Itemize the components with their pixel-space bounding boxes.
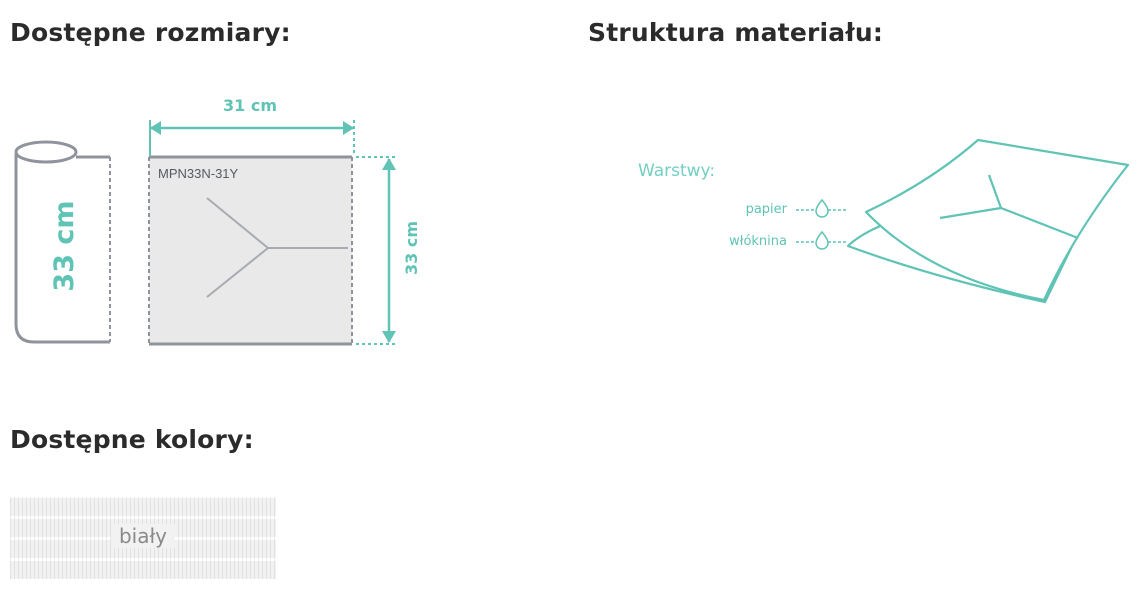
sheet-illustration: MPN33N-31Y — [148, 155, 353, 346]
product-code: MPN33N-31Y — [158, 166, 239, 181]
colors-heading: Dostępne kolory: — [10, 425, 254, 454]
height-dimension: 33 cm — [356, 156, 421, 345]
layer-row-nonwoven: włóknina — [729, 230, 846, 250]
height-label: 33 cm — [402, 221, 421, 275]
color-swatch-white[interactable]: biały — [10, 497, 276, 579]
layer-row-paper: papier — [746, 198, 846, 218]
width-label: 31 cm — [223, 96, 277, 115]
roll-height-label: 33 cm — [49, 200, 80, 291]
width-dimension: 31 cm — [149, 96, 355, 156]
layer-label-nonwoven: włóknina — [729, 234, 787, 249]
layer-label-paper: papier — [746, 202, 788, 217]
layers-title: Warstwy: — [638, 161, 715, 181]
sizes-heading: Dostępne rozmiary: — [10, 18, 291, 47]
roll-illustration: 33 cm — [14, 140, 111, 344]
structure-diagram: Warstwy: papier włóknina — [638, 138, 1130, 304]
structure-heading: Struktura materiału: — [588, 18, 884, 47]
color-label: biały — [110, 524, 176, 548]
sizes-diagram: 33 cm MPN33N-31Y 31 cm 33 cm — [14, 96, 421, 346]
material-sheets — [846, 138, 1130, 304]
droplet-icon — [815, 230, 829, 250]
droplet-icon — [815, 198, 829, 218]
